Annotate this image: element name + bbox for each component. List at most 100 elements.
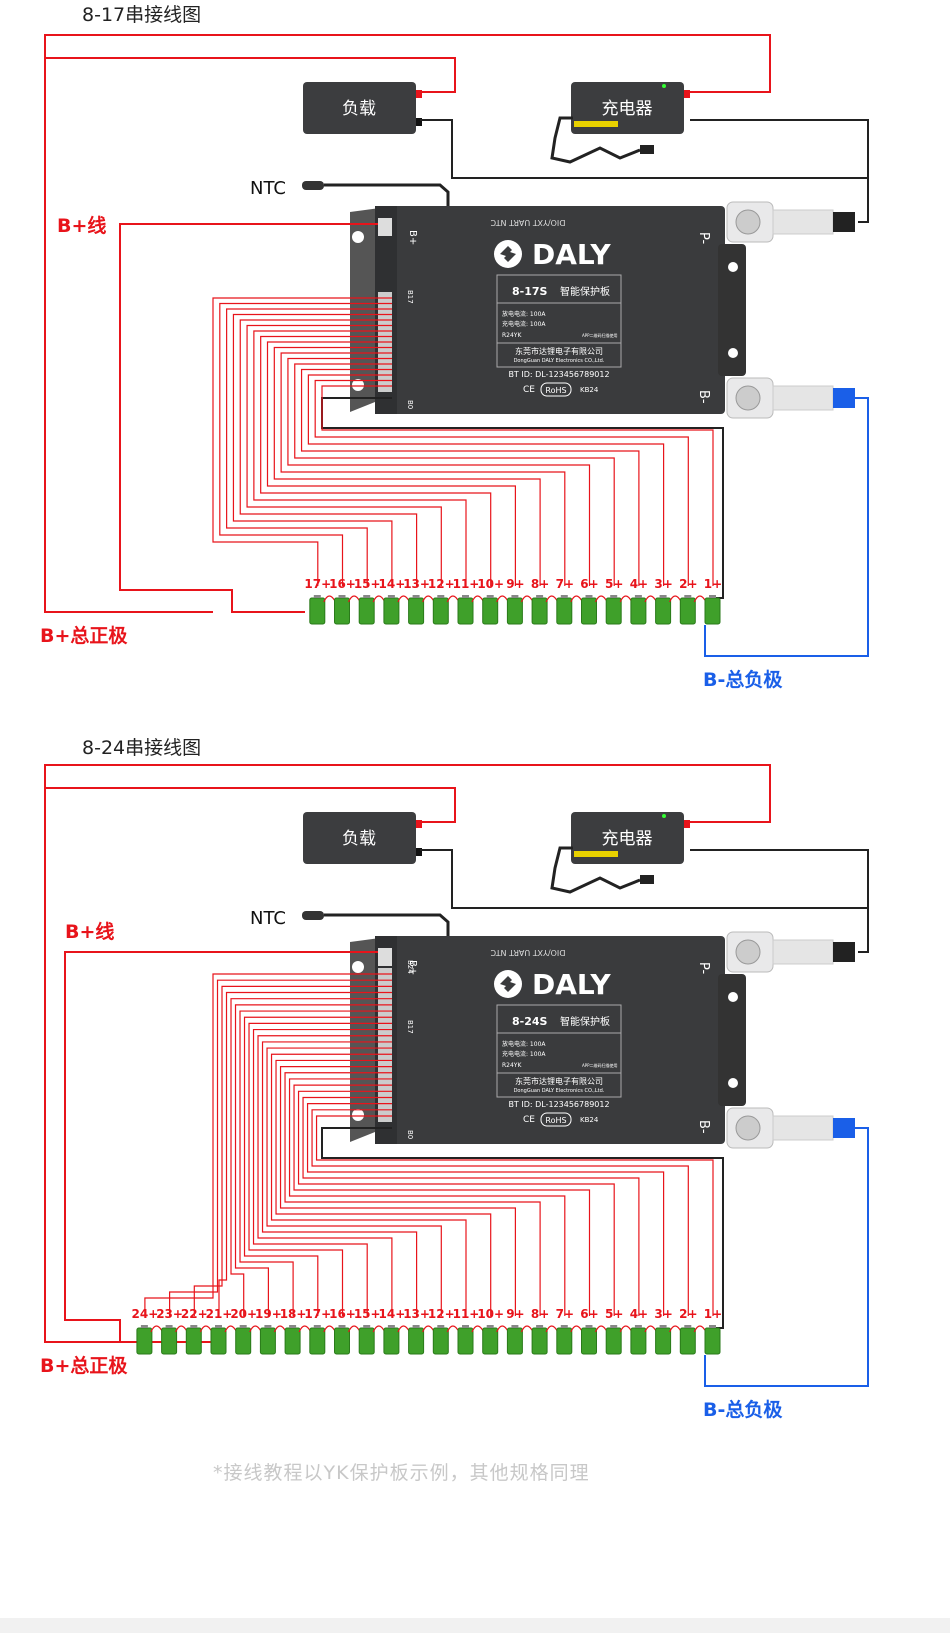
charger-led — [662, 814, 666, 818]
cell-link — [347, 1325, 361, 1333]
balance-wire-14+ — [232, 313, 393, 586]
cell-link — [545, 595, 559, 603]
battery-cell-cap — [462, 1325, 469, 1328]
battery-cell-cap — [412, 1325, 420, 1328]
app-note: APP二维码扫描使用 — [582, 1062, 618, 1068]
balance-wire-23+ — [169, 979, 392, 1316]
balance-wires — [144, 973, 714, 1316]
balance-connector — [378, 968, 392, 1122]
cell-link — [422, 1325, 435, 1333]
balance-wire-1+ — [321, 385, 714, 586]
battery-cell-cap — [684, 1325, 692, 1328]
cell-link — [298, 1325, 312, 1333]
cell-link — [175, 1325, 188, 1333]
cell-link — [693, 595, 707, 603]
charger-sticker — [574, 121, 618, 127]
cell-link — [471, 595, 485, 603]
cell-link — [347, 595, 361, 603]
ports-label: DIO/YXT UART NTC — [490, 218, 565, 227]
mount-hole — [352, 1109, 364, 1121]
balance-wire-6+ — [293, 1084, 591, 1316]
battery-cell — [506, 597, 523, 625]
battery-cell-cap — [659, 595, 667, 598]
battery-cell-cap — [536, 595, 544, 598]
cell-label-12+: 12+ — [428, 1307, 455, 1321]
battery-cell-cap — [387, 1325, 395, 1328]
mount-hole — [352, 961, 364, 973]
connector-label-b24: B24 — [406, 960, 414, 974]
b-minus-wire — [704, 1127, 869, 1387]
cell-label-7+: 7+ — [556, 577, 574, 591]
diagram-title-17s: 8-17串接线图 — [82, 4, 202, 26]
cell-link — [619, 1325, 633, 1333]
balance-wire-16+ — [248, 1022, 392, 1316]
balance-wire-11+ — [253, 330, 467, 586]
charger-negative-wire — [690, 849, 869, 908]
company-cn: 东莞市达锂电子有限公司 — [515, 1076, 603, 1086]
balance-wire-5+ — [294, 363, 615, 586]
ntc-probe — [302, 181, 324, 190]
b-plus-plug — [378, 948, 392, 966]
battery-cell-cap — [289, 1325, 297, 1328]
cell-label-17+: 17+ — [304, 577, 331, 591]
p-minus-lug-sleeve — [772, 939, 834, 965]
charger-positive-terminal — [684, 820, 690, 828]
connector-label-b17: B17 — [406, 290, 414, 304]
battery-cell — [185, 1327, 202, 1355]
battery-cell — [136, 1327, 153, 1355]
balance-wire-7+ — [280, 352, 566, 586]
ports-label: DIO/YXT UART NTC — [490, 948, 565, 957]
battery-cell — [556, 1327, 573, 1355]
battery-cell-cap — [634, 1325, 642, 1328]
load-label: 负载 — [342, 99, 376, 119]
charger-positive-terminal — [684, 90, 690, 98]
battery-cell — [457, 1327, 474, 1355]
cell-label-7+: 7+ — [556, 1307, 574, 1321]
battery-cell — [704, 597, 721, 625]
balance-wire-13+ — [261, 1041, 418, 1316]
balance-wire-10+ — [275, 1059, 492, 1316]
battery-cell — [161, 1327, 178, 1355]
battery-cell — [358, 597, 375, 625]
battery-cell-cap — [610, 1325, 618, 1328]
cell-label-11+: 11+ — [453, 577, 480, 591]
battery-cell-cap — [536, 1325, 544, 1328]
spec-charge: 充电电流: 100A — [502, 320, 546, 328]
cell-label-24+: 24+ — [132, 1307, 159, 1321]
cell-label-4+: 4+ — [630, 1307, 648, 1321]
battery-cell-cap — [215, 1325, 222, 1328]
battery-cell — [408, 1327, 425, 1355]
p-minus-cable-end — [833, 212, 855, 232]
cell-label-15+: 15+ — [354, 1307, 381, 1321]
charger-cable — [550, 116, 641, 164]
battery-cell — [482, 1327, 499, 1355]
b-minus-lug-sleeve — [772, 385, 834, 411]
cell-link — [372, 595, 386, 603]
load-negative-terminal — [416, 118, 422, 126]
battery-cell-cap — [709, 1325, 716, 1328]
balance-wire-8+ — [273, 346, 541, 586]
battery-cell — [581, 1327, 597, 1355]
cell-label-3+: 3+ — [654, 577, 672, 591]
cell-label-8+: 8+ — [531, 577, 549, 591]
cell-label-2+: 2+ — [679, 577, 697, 591]
mount-hole — [728, 992, 738, 1002]
battery-cell-cap — [165, 1325, 173, 1328]
battery-cell — [655, 597, 672, 625]
battery-cell-cap — [387, 595, 395, 598]
charger-cable — [550, 846, 641, 894]
cell-label-15+: 15+ — [354, 577, 381, 591]
battery-cell-cap — [412, 595, 420, 598]
cell-label-14+: 14+ — [379, 577, 406, 591]
battery-cell-cap — [486, 595, 494, 598]
cell-link — [323, 1325, 337, 1333]
battery-cell-cap — [486, 1325, 494, 1328]
balance-wire-6+ — [287, 357, 591, 586]
balance-wire-22+ — [193, 985, 392, 1316]
cell-link — [644, 1325, 658, 1333]
cell-link — [669, 1325, 682, 1333]
b-minus-cable-end — [833, 388, 855, 408]
charger-led — [662, 84, 666, 88]
balance-wire-9+ — [279, 1066, 517, 1316]
